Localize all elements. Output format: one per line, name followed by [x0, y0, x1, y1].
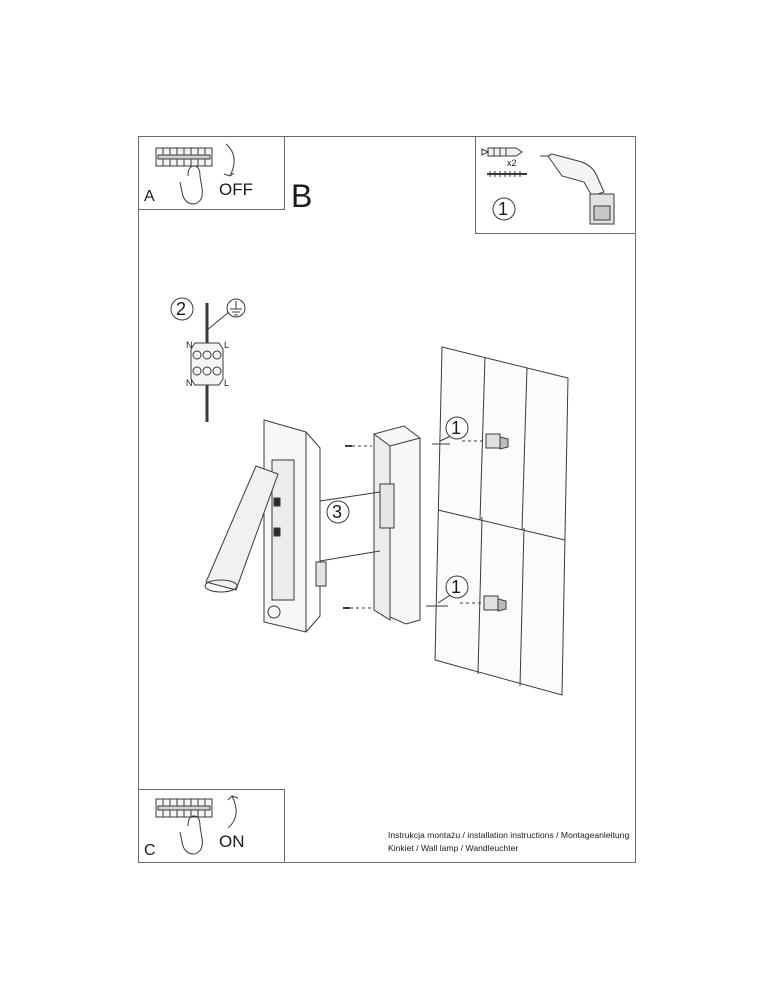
tools-step-circle — [492, 197, 516, 221]
wiring-step-circle — [170, 297, 194, 321]
terminal-block-icon — [190, 303, 230, 422]
step-b-letter: B — [291, 178, 313, 214]
step-a-letter: A — [144, 188, 155, 205]
ground-symbol-icon — [226, 298, 246, 318]
top-anchor-number: 1 — [451, 418, 462, 438]
bottom-wall-anchor — [483, 595, 507, 612]
footer-instructions-title: Instrukcja montażu / installation instru… — [388, 830, 630, 840]
mount-step-circle — [326, 500, 350, 524]
breaker-panel-off-icon — [155, 143, 235, 205]
on-label: ON — [219, 832, 245, 851]
footer-product-name: Kinkiet / Wall lamp / Wandleuchter — [388, 843, 519, 853]
wiring-step-number: 2 — [176, 299, 187, 319]
neutral-label-bottom: N — [186, 378, 193, 388]
wall-panel — [434, 346, 569, 696]
bottom-anchor-number: 1 — [451, 577, 462, 597]
top-anchor-circle — [445, 416, 469, 440]
off-label: OFF — [219, 180, 253, 199]
mount-step-number: 3 — [332, 502, 343, 522]
bracket-screws — [343, 445, 372, 609]
screw-icon — [487, 171, 527, 177]
live-label-bottom: L — [224, 378, 230, 388]
step-c-letter: C — [144, 842, 156, 859]
bottom-anchor-circle — [445, 575, 469, 599]
tools-step-number: 1 — [498, 199, 509, 219]
instruction-sheet-frame — [138, 136, 636, 863]
live-label-top: L — [224, 340, 230, 350]
lamp-reading-arm — [204, 465, 279, 593]
quantity-label: x2 — [507, 158, 517, 168]
mounting-bracket — [373, 425, 450, 625]
top-wall-anchor — [485, 433, 509, 450]
wall-plug-icon — [481, 147, 523, 157]
neutral-label-top: N — [186, 340, 193, 350]
drill-icon — [540, 153, 615, 225]
